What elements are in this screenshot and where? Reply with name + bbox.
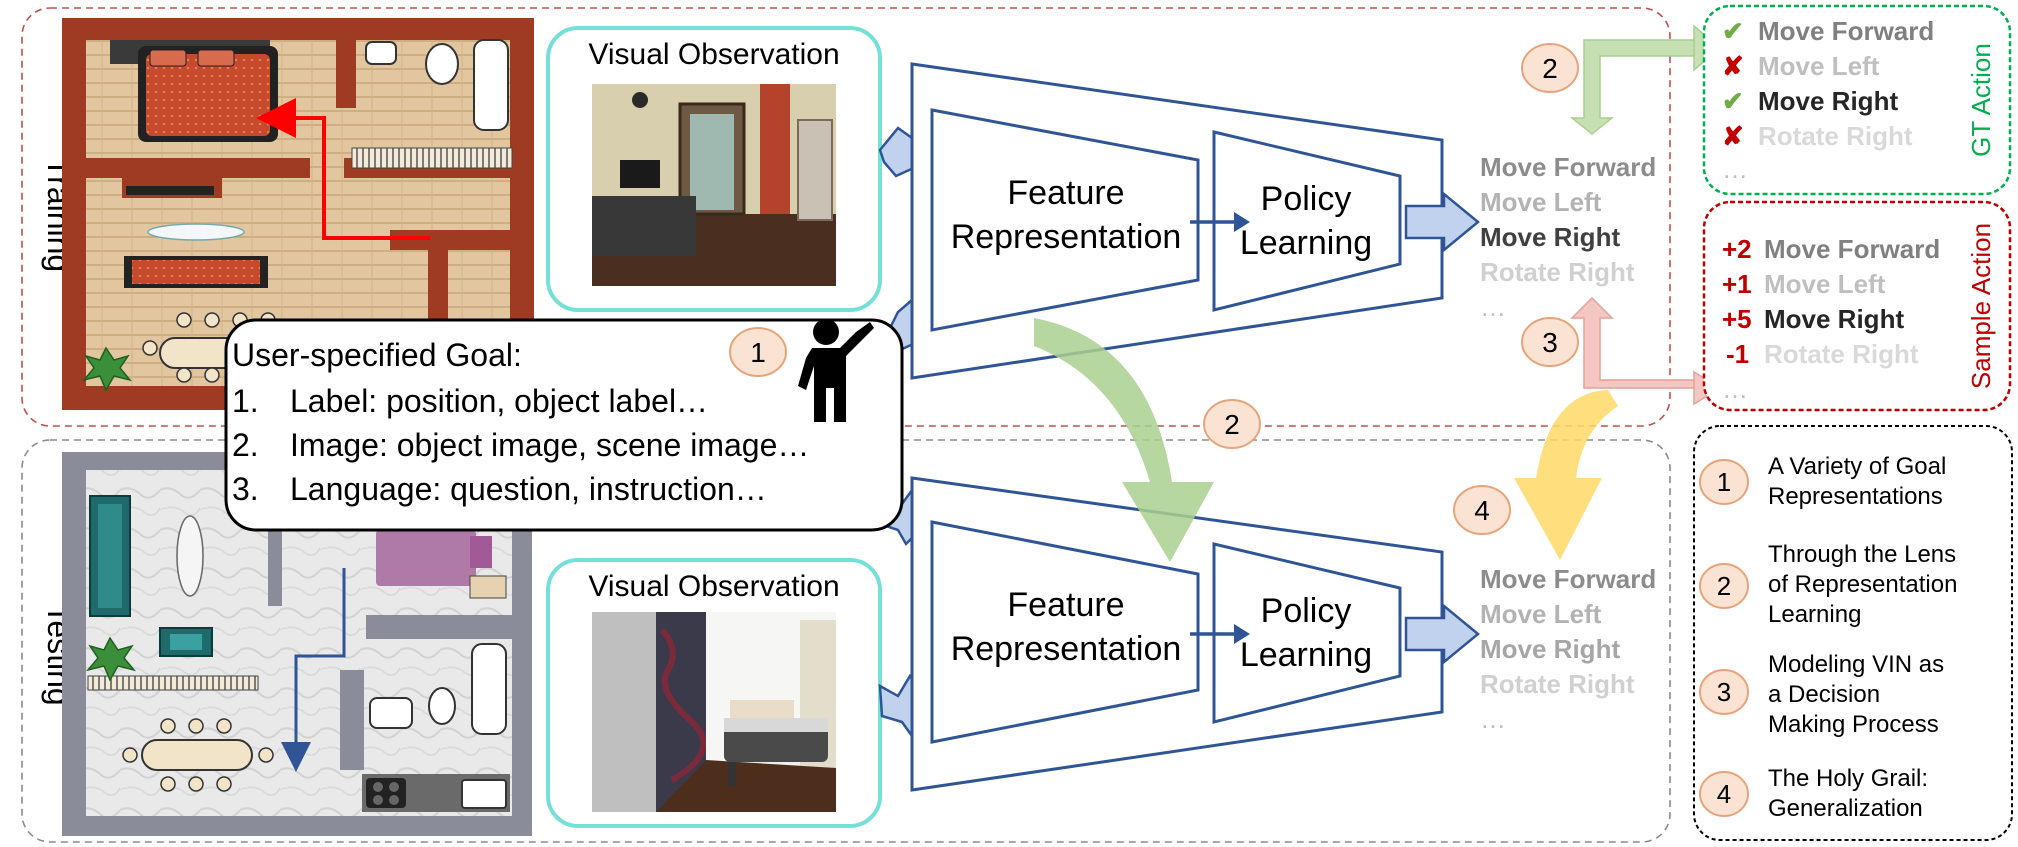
gt-action-right: Move Right: [1758, 86, 1898, 116]
goal-item-1-num: 1.: [232, 383, 259, 419]
legend-num-3: 3: [1717, 677, 1731, 707]
testing-policy-block: [1212, 542, 1402, 724]
gt-action-panel: GT Action ✔ Move Forward ✘ Move Left ✔ M…: [1702, 4, 2012, 196]
gt-action-forward: Move Forward: [1758, 16, 1934, 46]
gt-cross-icon-2: ✘: [1722, 121, 1744, 151]
testing-action-list: Move Forward Move Left Move Right Rotate…: [1480, 564, 1656, 734]
sample-action-label: Sample Action: [1966, 223, 1996, 389]
legend-text-2-line1: Through the Lens: [1768, 541, 1956, 568]
testing-observation-title: Visual Observation: [588, 570, 839, 603]
testing-action-rotate: Rotate Right: [1480, 669, 1635, 699]
training-policy-block: [1212, 130, 1402, 312]
sample-action-box: [1702, 200, 2012, 412]
svg-text:2: 2: [1542, 53, 1558, 84]
svg-text:4: 4: [1474, 495, 1490, 526]
legend-text-2-line3: Learning: [1768, 601, 1861, 628]
testing-action-right: Move Right: [1480, 634, 1620, 664]
legend-text-4-line2: Generalization: [1768, 795, 1923, 822]
legend-text-3-line3: Making Process: [1768, 711, 1939, 738]
svg-text:1: 1: [750, 337, 766, 368]
testing-network: Feature Representation Policy Learning: [910, 476, 1480, 792]
sample-reward-4: -1: [1726, 339, 1749, 369]
training-output-arrow: [1404, 191, 1480, 253]
sample-action-panel: Sample Action +2 Move Forward +1 Move Le…: [1702, 200, 2012, 412]
badge-decision-making: 3: [1521, 317, 1579, 367]
training-feature-label-line2: Representation: [951, 218, 1182, 256]
goal-item-2-text: Image: object image, scene image…: [290, 427, 809, 463]
training-policy-label-line2: Learning: [1240, 224, 1372, 262]
legend-panel: 1 A Variety of Goal Representations 2 Th…: [1693, 425, 2013, 841]
sample-action-right: Move Right: [1764, 304, 1904, 334]
legend-text-3-line1: Modeling VIN as: [1768, 651, 1944, 678]
gt-action-box: [1702, 4, 2012, 196]
training-feature-label-line1: Feature: [1007, 174, 1124, 212]
training-network: Feature Representation Policy Learning: [910, 62, 1480, 380]
sample-reward-2: +1: [1722, 269, 1752, 299]
badge-imitation-feedback: 2: [1521, 43, 1579, 93]
sample-action-rotate: Rotate Right: [1764, 339, 1919, 369]
legend-num-1: 1: [1717, 467, 1731, 497]
training-action-list: Move Forward Move Left Move Right Rotate…: [1480, 152, 1656, 322]
testing-observation-image: [592, 612, 836, 812]
representation-transfer-arrow: [1034, 318, 1214, 562]
generalization-arrow: [1514, 390, 1618, 560]
goal-item-3-text: Language: question, instruction…: [290, 471, 767, 507]
testing-action-forward: Move Forward: [1480, 564, 1656, 594]
testing-policy-label-line2: Learning: [1240, 636, 1372, 674]
badge-generalization: 4: [1453, 485, 1511, 535]
training-feature-block: [930, 108, 1200, 332]
goal-callout-box: [224, 318, 904, 532]
sample-reward-1: +2: [1722, 234, 1752, 264]
training-action-forward: Move Forward: [1480, 152, 1656, 182]
sample-action-more: …: [1722, 374, 1748, 404]
svg-text:2: 2: [1224, 409, 1240, 440]
testing-action-left: Move Left: [1480, 599, 1602, 629]
goal-callout: User-specified Goal: 1. Label: position,…: [224, 318, 904, 532]
testing-feature-label-line2: Representation: [951, 630, 1182, 668]
training-policy-label-line1: Policy: [1261, 180, 1352, 218]
legend-text-1-line1: A Variety of Goal: [1768, 453, 1946, 480]
training-action-left: Move Left: [1480, 187, 1602, 217]
gt-action-left: Move Left: [1758, 51, 1880, 81]
badge-goal-representations: 1: [729, 327, 787, 377]
legend-box: [1693, 425, 2013, 841]
legend-text-2-line2: of Representation: [1768, 571, 1957, 598]
gt-check-icon-1: ✔: [1722, 16, 1744, 46]
gt-action-more: …: [1722, 154, 1748, 184]
sample-feedback-arrow: [1570, 296, 1722, 406]
training-action-more: …: [1480, 292, 1506, 322]
gt-feedback-arrow: [1569, 24, 1722, 135]
sample-action-forward: Move Forward: [1764, 234, 1940, 264]
training-observation-image: [592, 84, 836, 286]
testing-feature-block: [930, 520, 1200, 744]
user-pointing-icon: [798, 319, 874, 422]
legend-text-4-line1: The Holy Grail:: [1768, 765, 1928, 792]
gt-action-label: GT Action: [1966, 43, 1996, 157]
training-action-rotate: Rotate Right: [1480, 257, 1635, 287]
testing-policy-label-line1: Policy: [1261, 592, 1352, 630]
badge-representation-learning: 2: [1203, 399, 1261, 449]
goal-item-1-text: Label: position, object label…: [290, 383, 708, 419]
legend-text-3-line2: a Decision: [1768, 681, 1880, 708]
training-observation-title: Visual Observation: [588, 38, 839, 71]
legend-num-4: 4: [1717, 779, 1731, 809]
gt-cross-icon-1: ✘: [1722, 51, 1744, 81]
sample-reward-3: +5: [1722, 304, 1752, 334]
testing-feature-label-line1: Feature: [1007, 586, 1124, 624]
testing-action-more: …: [1480, 704, 1506, 734]
goal-title: User-specified Goal:: [232, 337, 522, 373]
testing-output-arrow: [1404, 603, 1480, 665]
legend-text-1-line2: Representations: [1768, 483, 1943, 510]
sample-action-left: Move Left: [1764, 269, 1886, 299]
goal-item-3-num: 3.: [232, 471, 259, 507]
gt-action-rotate: Rotate Right: [1758, 121, 1913, 151]
legend-num-2: 2: [1717, 571, 1731, 601]
goal-item-2-num: 2.: [232, 427, 259, 463]
svg-text:3: 3: [1542, 327, 1558, 358]
gt-check-icon-2: ✔: [1722, 86, 1744, 116]
training-action-right: Move Right: [1480, 222, 1620, 252]
